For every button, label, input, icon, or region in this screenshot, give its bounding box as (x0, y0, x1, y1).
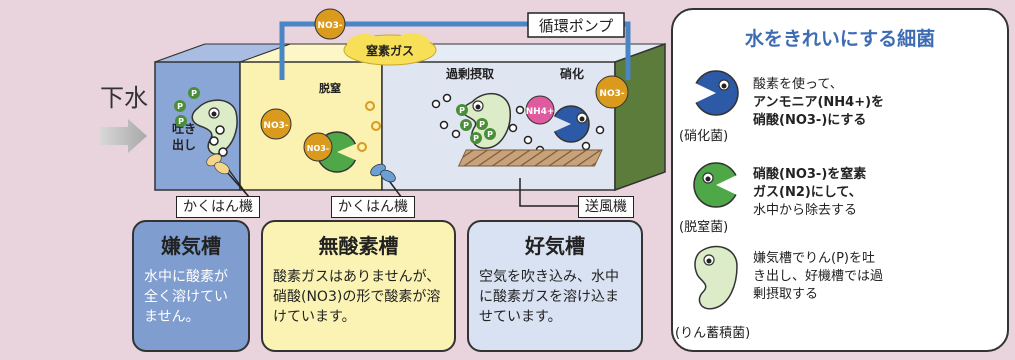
nitrate-ball-in-denitrifier: NO3- (303, 132, 333, 162)
anaerobic-tank-desc: 水中に酸素が全く溶けていません。 (144, 269, 228, 325)
svg-text:P: P (463, 121, 469, 130)
svg-text:NO3-: NO3- (317, 21, 342, 31)
denitrifier-desc: 硝酸(NO3-)を窒素 ガス(N2)にして、 水中から除去する (753, 167, 867, 218)
nitrate-ball-top: NO3- (314, 8, 346, 40)
air-bubbles (431, 93, 605, 155)
air-diffusers (457, 149, 603, 167)
aerobic-tank-card: 好気槽 空気を吹き込み、水中に酸素ガスを溶け込ませています。 (467, 220, 643, 352)
mixer-label-1: かくはん機 (176, 196, 260, 218)
inflow-label: 下水 (100, 84, 148, 112)
anaerobic-tank-card: 嫌気槽 水中に酸素が全く溶けていません。 (132, 220, 250, 352)
blower-line (519, 178, 578, 207)
svg-text:P: P (178, 117, 184, 126)
nitrate-ball-left: NO3- (260, 108, 292, 140)
svg-text:P: P (479, 120, 485, 129)
denitrifier-icon (693, 162, 739, 208)
pao-name: (りん蓄積菌) (675, 326, 751, 341)
denitrifier-name: (脱窒菌) (679, 220, 729, 235)
svg-text:NO3-: NO3- (307, 144, 329, 153)
ammonium-ball: NH4+ (525, 95, 555, 125)
nitrifier-icon (693, 70, 739, 116)
svg-text:NO3-: NO3- (263, 121, 288, 131)
nitrifier-name: (硝化菌) (679, 129, 729, 144)
svg-text:NH4+: NH4+ (526, 107, 555, 117)
svg-text:P: P (459, 106, 465, 115)
aerobic-tank-title: 好気槽 (525, 234, 585, 258)
bacteria-panel-title: 水をきれいにする細菌 (744, 28, 936, 50)
blower-label: 送風機 (578, 196, 634, 218)
nitrate-ball-right: NO3- (595, 75, 629, 109)
mixer-2-impeller (370, 163, 403, 199)
pump-label-box (527, 12, 625, 38)
zone-release-2: 出し (172, 137, 196, 152)
anoxic-tank-title: 無酸素槽 (318, 234, 399, 258)
pao-icon (694, 245, 738, 310)
pao-bacterium-anaerobic (191, 99, 238, 155)
svg-text:P: P (191, 89, 197, 98)
nitrifier-desc: 酸素を使って、 アンモニア(NH4+)を 硝酸(NO3-)にする (753, 77, 885, 128)
anoxic-tank-desc: 酸素ガスはありませんが、硝酸(NO3)の形で酸素が溶けています。 (273, 269, 441, 325)
tank-end-wall (614, 42, 666, 192)
anaerobic-tank-title: 嫌気槽 (161, 234, 221, 258)
zone-excess-uptake: 過剰摂取 (445, 66, 494, 81)
svg-text:NO3-: NO3- (599, 89, 624, 99)
svg-text:P: P (473, 134, 479, 143)
svg-text:窒素ガス: 窒素ガス (366, 43, 414, 58)
inflow-arrow (100, 119, 147, 153)
nitrogen-gas-cloud: 窒素ガス (343, 33, 437, 66)
mixer-label-2: かくはん機 (331, 196, 415, 218)
pump-label: 循環ポンプ (539, 17, 614, 35)
svg-text:P: P (487, 130, 493, 139)
nitrifier-bacterium (551, 105, 590, 143)
bacteria-panel: 水をきれいにする細菌 (硝化菌) 酸素を使って、 アンモニア(NH4+)を 硝酸… (671, 8, 1009, 352)
phosphorus-balls-aerobic: P P P P P (456, 104, 496, 144)
pao-desc: 嫌気槽でりん(P)を吐 き出し、好機槽では過 剰摂取する (753, 251, 884, 302)
aerobic-tank-desc: 空気を吹き込み、水中に酸素ガスを溶け込ませています。 (479, 269, 619, 325)
svg-text:P: P (177, 102, 183, 111)
zone-denitrification: 脱窒 (319, 81, 341, 95)
anoxic-tank-card: 無酸素槽 酸素ガスはありませんが、硝酸(NO3)の形で酸素が溶けています。 (261, 220, 456, 352)
treatment-diagram: 下水 循環ポンプ NO3- NO3- NO3- 窒素ガス 吐き 出し 脱窒 過剰… (100, 8, 666, 207)
zone-nitrification: 硝化 (560, 66, 584, 81)
phosphorus-balls-anaerobic: P P P (174, 87, 228, 157)
